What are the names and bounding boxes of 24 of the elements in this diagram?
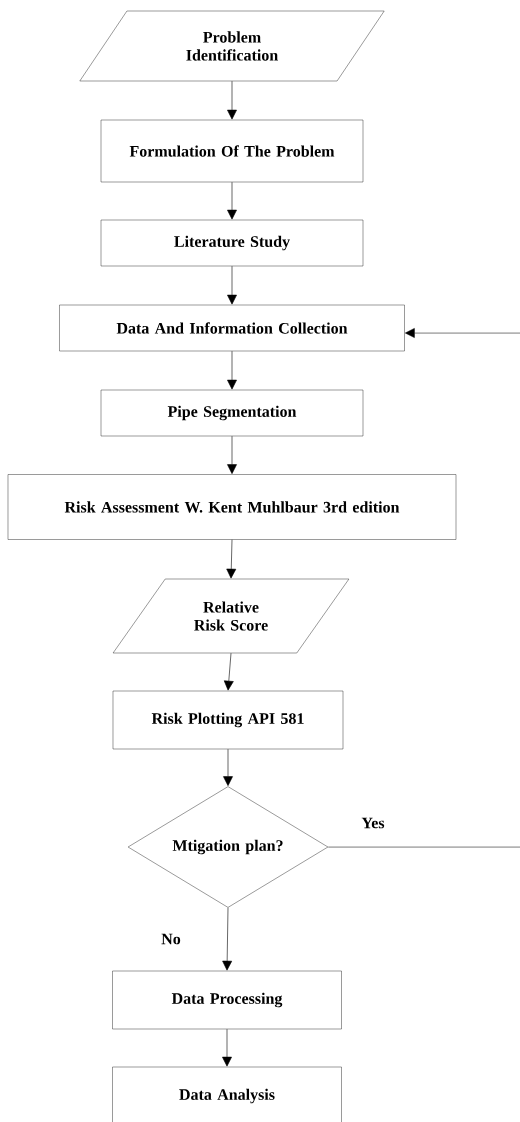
process-box: Data And Information Collection xyxy=(59,304,405,352)
input-output-parallelogram: Problem Identification xyxy=(79,10,385,82)
process-box: Risk Plotting API 581 xyxy=(112,690,344,750)
process-box: Data Processing xyxy=(112,970,342,1030)
arrow xyxy=(227,80,237,120)
process-box: Formulation Of The Problem xyxy=(100,119,364,183)
process-box: Pipe Segmentation xyxy=(100,389,364,437)
arrow xyxy=(227,435,237,474)
edge-label: Yes xyxy=(360,816,386,830)
arrow xyxy=(227,350,237,390)
arrow xyxy=(223,652,234,691)
arrow xyxy=(405,328,520,338)
process-box: Data Analysis xyxy=(112,1066,342,1122)
process-box: Risk Assessment W. Kent Muhlbaur 3rd edition xyxy=(7,474,457,540)
arrow xyxy=(222,907,233,971)
arrow xyxy=(223,748,233,786)
arrow xyxy=(227,181,237,220)
arrow xyxy=(227,265,237,305)
input-output-parallelogram: Relative Risk Score xyxy=(112,578,350,654)
process-box: Literature Study xyxy=(100,219,364,267)
edge-label: No xyxy=(160,932,182,946)
connector-line xyxy=(327,846,520,848)
arrow xyxy=(222,1028,232,1067)
arrow xyxy=(226,539,237,579)
